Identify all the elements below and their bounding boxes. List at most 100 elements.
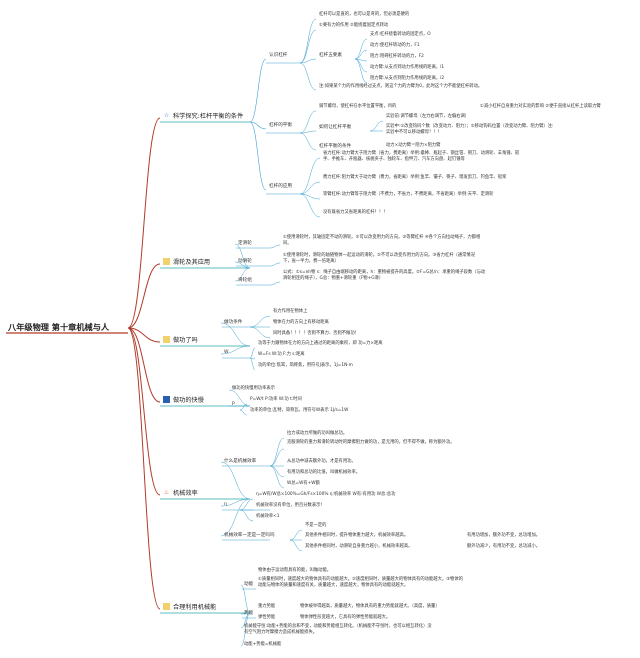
leaf: 物体弹性形变越大，它具有的弹性势能就越大。 (300, 615, 391, 620)
connector-line (220, 498, 251, 507)
leaf: 有用功增加，额外功不变，总功增加。 (467, 533, 541, 538)
leaf: 功等于力跟物体在力的方向上通过的距离的乘积，即 功=力×距离 (258, 341, 383, 346)
note-icon (163, 603, 170, 610)
sub-work-formula[interactable]: W (224, 350, 229, 355)
connector-line (299, 18, 317, 64)
leaf: 阻力臂:从支点到阻力作用线的距离，l2 (370, 76, 445, 81)
leaf: W总=W有+W额 (287, 481, 320, 486)
leaf: 阻力:阻碍杠杆转动的力，F2 (370, 54, 424, 59)
connector-line (234, 267, 251, 282)
leaf: 弹性势能 (258, 615, 276, 620)
leaf: 额外功减少，有用功不变，总功减小。 (467, 544, 541, 549)
connector-line (127, 327, 161, 403)
connector-line (239, 403, 248, 411)
sub-balance-condition[interactable]: 杠杆平衡的条件 (319, 144, 352, 149)
connector-line (289, 529, 303, 541)
leaf: 动能+势能=机械能 (244, 642, 282, 647)
connector-line (299, 58, 317, 64)
root-topic[interactable]: 八年级物理 第十章机械与人 (8, 322, 110, 332)
connector-line (239, 509, 254, 522)
connector-line (249, 121, 267, 191)
sub-eta[interactable]: η (224, 502, 227, 507)
sub-five-elements[interactable]: 杠杆五要素 (319, 53, 342, 58)
connector-line (249, 326, 271, 339)
branch-power[interactable]: 做功的快慢 (163, 395, 204, 404)
leaf: 杠杆可以是直的，也可以是弯的，但必须是硬的 (319, 12, 410, 17)
connector-line (289, 539, 303, 552)
sub-efficiency-constant[interactable]: 机械效率一定是一定吗吗 (224, 533, 275, 538)
leaf: 物体由于运动而具有的能，叫做动能。 (258, 568, 332, 573)
sub-what-efficiency[interactable]: 什么是机械效率 (224, 459, 257, 464)
leaf: P=W/t P:功率 W:功 t:时间 (250, 397, 302, 402)
connector-line (127, 327, 161, 343)
branch-pulley[interactable]: 滑轮及其应用 (163, 257, 210, 266)
leaf: 动力:使杠杆转动的力，F1 (370, 43, 420, 48)
connector-line (127, 327, 161, 610)
sub-power-formula[interactable]: P (232, 402, 235, 407)
connector-line (240, 612, 251, 647)
leaf: 功率的单位:瓦特，简称瓦，用符号W表示 1J/s=1W (250, 408, 349, 413)
connector-line (220, 461, 251, 500)
leaf: 重力势能 (258, 604, 276, 609)
leaf: 物体在力的方向上有移动距离 (273, 320, 329, 325)
branch-lever-balance[interactable]: ☆ 科学探究:杠杆平衡的条件 (163, 111, 243, 120)
note-icon (163, 336, 170, 343)
connector-line (269, 281, 281, 286)
connector-line (220, 498, 251, 537)
leaf: 同时具备！！！！否则不算力、否则不做功！ (273, 331, 359, 336)
connector-line (269, 465, 285, 489)
leaf: 公式：①s=nh物 s：绳子自由端移动的距离，h：重物被提升的高度。②F=G总/… (283, 270, 486, 281)
leaf: 注:如果某个力的作用线经过支点，则这个力的力臂为0，此时这个力不能使杠杆转动。 (319, 84, 483, 89)
leaf: 动力臂:从支点到动力作用线的距离，l1 (370, 65, 445, 70)
leaf: 机械效率没有单位，用百分数表示！ (256, 503, 325, 508)
connector-line (269, 448, 285, 467)
branch-work[interactable]: 做功了吗 (163, 335, 198, 344)
leaf: 做功的快慢用功率表示 (232, 386, 275, 391)
leaf: 有力作用在物体上 (273, 309, 308, 314)
connector-line (269, 437, 285, 467)
connector-line (239, 409, 248, 416)
sub-fixed-pulley[interactable]: 定滑轮 (238, 241, 252, 246)
connector-line (127, 327, 161, 496)
leaf: 等臂杠杆:动力臂等于阻力臂（不费力，不省力，不费距离，不省距离）举例:天平、定滑… (323, 192, 494, 197)
leaf: 有用功和总功的比值，叫做机械效率。 (287, 470, 361, 475)
connector-line (220, 345, 251, 355)
connector-line (240, 612, 251, 615)
connector-line (234, 243, 251, 269)
note-icon (163, 258, 170, 265)
connector-line (249, 315, 271, 328)
connector-line (228, 389, 251, 407)
connector-line (299, 62, 317, 91)
leaf: ①减小杠杆自身重力对实验的影响 ②便于直接从杠杆上读取力臂 (480, 104, 601, 109)
sub-movable-pulley[interactable]: 动滑轮 (238, 259, 252, 264)
leaf: 其他条件相同时，动滑轮自身重力越小，机械效率越高。 (305, 544, 413, 549)
sub-kinetic[interactable]: 动能 (244, 582, 254, 587)
branch-title: 合理利用机械能 (173, 604, 217, 611)
connector-line (269, 465, 285, 478)
connector-line (249, 357, 256, 371)
branch-efficiency[interactable]: ♨ 机械效率 (163, 488, 198, 497)
connector-line (234, 261, 251, 269)
branch-mechanical-energy[interactable]: 合理利用机械能 (163, 602, 216, 611)
leaf: 动力×动力臂＝阻力×阻力臂 (386, 143, 441, 148)
leaf: 机械能守恒:动能+势能的总和不变，动能和势能相互转化。（机械能不守恒时，也可以相… (244, 624, 432, 635)
connector-line (299, 110, 317, 134)
leaf: 克服滑轮的重力和滑轮转动时的摩擦阻力做的功，是无用的，但不得不做，称为额外功。 (287, 440, 455, 445)
sub-lever-balance[interactable]: 杠杆的平衡 (269, 123, 292, 128)
connector-line (269, 262, 281, 267)
connector-line (249, 347, 256, 359)
sub-potential[interactable]: 势能 (244, 611, 254, 616)
connector-line (127, 117, 161, 329)
connector-line (240, 612, 251, 629)
sub-how-balance[interactable]: 如何让杠杆平衡 (319, 125, 352, 130)
sub-know-lever[interactable]: 认识杠杆 (269, 53, 288, 58)
connector-line (354, 38, 368, 60)
connector-line (354, 58, 368, 84)
sub-work-condition[interactable]: 做功条件 (224, 320, 243, 325)
flame-icon: ♨ (163, 489, 170, 496)
connector-line (299, 132, 317, 151)
connector-line (299, 157, 321, 195)
sub-pulley-block[interactable]: 滑轮组 (238, 278, 252, 283)
sub-lever-apply[interactable]: 杠杆的应用 (269, 184, 292, 189)
